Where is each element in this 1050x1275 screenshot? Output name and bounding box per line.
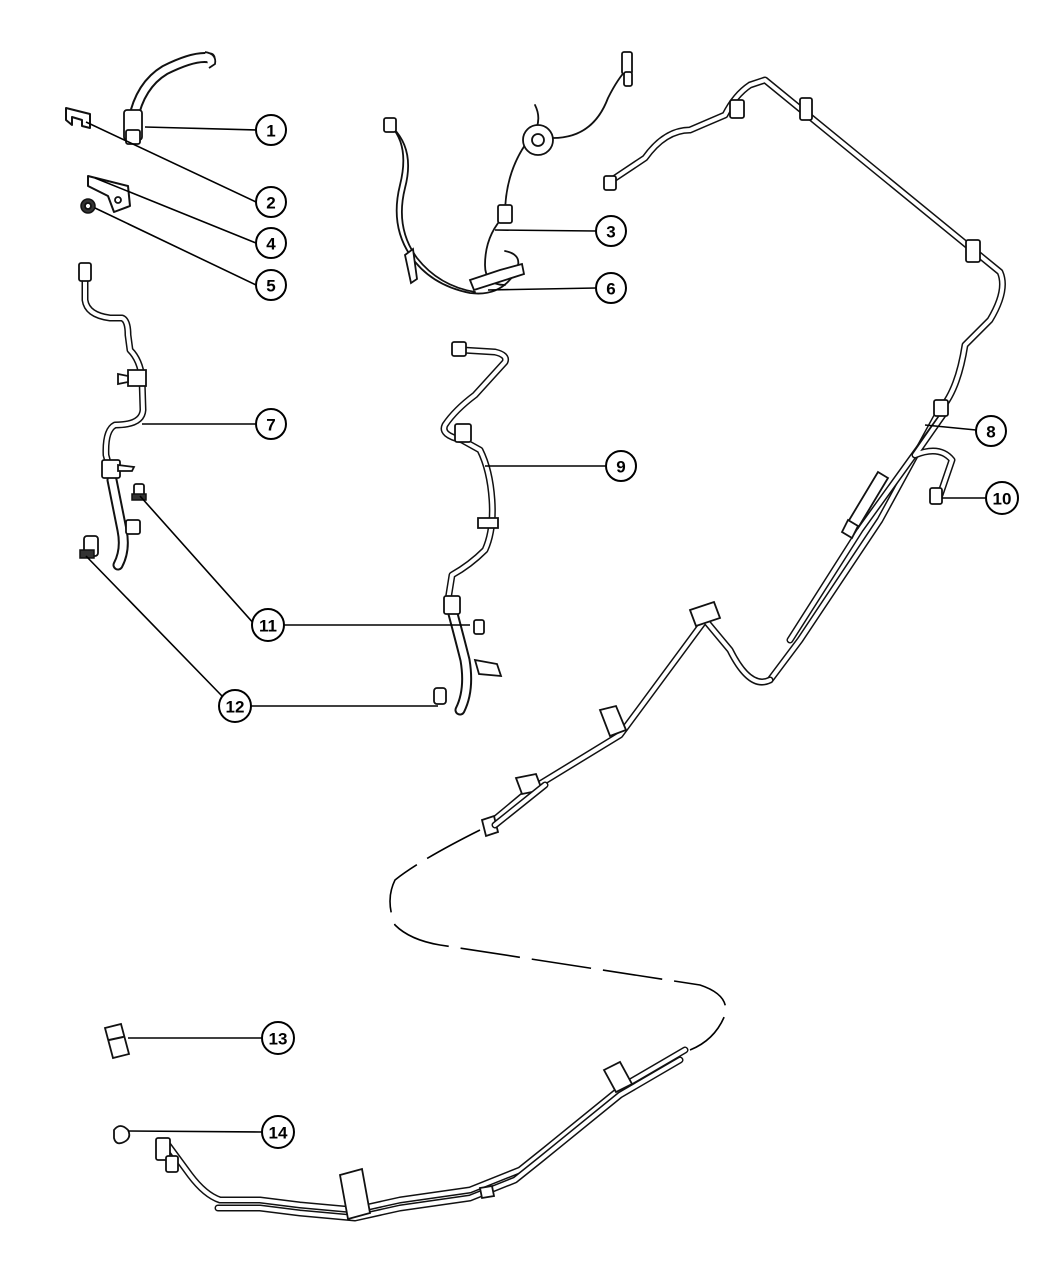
callout-9-label: 9 [616, 458, 625, 477]
part-13-clip [103, 1022, 131, 1060]
callout-5-label: 5 [266, 277, 275, 296]
part-2-clip [65, 107, 91, 129]
callout-1: 1 [255, 114, 287, 146]
callout-11: 11 [251, 608, 285, 642]
part-10-fitting [929, 487, 943, 505]
part-8-rear-line [480, 76, 1006, 838]
callout-13: 13 [261, 1021, 295, 1055]
callout-6-label: 6 [606, 280, 615, 299]
leader-lines [85, 121, 986, 1133]
callout-1-label: 1 [266, 122, 275, 141]
callout-9: 9 [605, 450, 637, 482]
callout-4: 4 [255, 227, 287, 259]
break-line [389, 829, 727, 1051]
callout-13-label: 13 [269, 1030, 288, 1049]
part-1-hose [123, 51, 217, 145]
callout-3-label: 3 [606, 223, 615, 242]
callout-4-label: 4 [266, 235, 276, 254]
callout-2-label: 2 [266, 194, 275, 213]
callout-14-label: 14 [269, 1124, 288, 1143]
callout-8-label: 8 [986, 423, 995, 442]
callout-14: 14 [261, 1115, 295, 1149]
callout-12: 12 [218, 689, 252, 723]
part-12-bleeder-right [433, 687, 447, 705]
callout-8: 8 [975, 415, 1007, 447]
callout-10: 10 [985, 481, 1019, 515]
part-9-brake-line [440, 341, 509, 716]
part-3-sensor-harness [383, 51, 633, 295]
part-14-grommet [113, 1125, 131, 1145]
part-7-brake-line [78, 262, 147, 571]
callout-7-label: 7 [266, 416, 275, 435]
part-11-bolt-left [131, 483, 147, 501]
callout-7: 7 [255, 408, 287, 440]
part-4-bracket [87, 175, 131, 213]
callout-11-label: 11 [259, 617, 277, 636]
callout-3: 3 [595, 215, 627, 247]
part-5-nut [80, 198, 96, 214]
callout-10-label: 10 [993, 490, 1012, 509]
part-11-bolt-right [473, 619, 485, 635]
callout-12-label: 12 [226, 698, 245, 717]
part-12-bleeder-left [79, 535, 99, 559]
callout-6: 6 [595, 272, 627, 304]
part-8-lower-line [155, 1046, 689, 1222]
callout-2: 2 [255, 186, 287, 218]
callout-5: 5 [255, 269, 287, 301]
